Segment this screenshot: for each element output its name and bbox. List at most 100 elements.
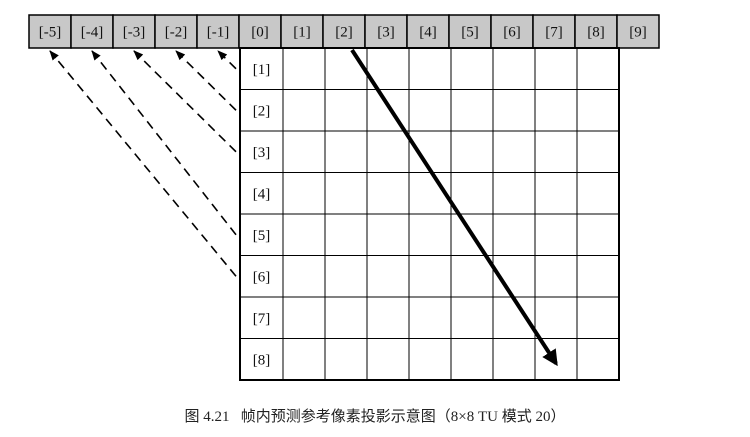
block-pixel-cell	[282, 296, 326, 339]
block-pixel-cell	[324, 130, 368, 173]
reference-cell-left	[239, 338, 284, 381]
reference-cell-top-label: [0]	[251, 25, 269, 41]
reference-cell-top-label: [8]	[587, 25, 605, 41]
reference-cell-left-label: [2]	[253, 103, 271, 119]
reference-cell-top-label: [-3]	[123, 25, 146, 41]
block-pixel-cell	[576, 213, 620, 256]
reference-cell-top-label: [3]	[377, 25, 395, 41]
block-pixel-cell	[534, 89, 578, 132]
projection-dashed-arrow	[175, 50, 237, 111]
block-pixel-cell	[534, 338, 578, 381]
block-pixel-cell	[534, 47, 578, 90]
block-pixel-cell	[450, 296, 494, 339]
block-pixel-cell	[282, 89, 326, 132]
block-pixel-cell	[576, 296, 620, 339]
block-pixel-cell	[576, 255, 620, 298]
block-pixel-cell	[366, 213, 410, 256]
reference-row-top: [-5] [-4] [-3] [-2] [-1] [0] [1] [2] [3] [4] [5] [6…	[28, 14, 660, 49]
block-pixel-cell	[492, 338, 536, 381]
block-pixel-cell	[324, 172, 368, 215]
block-pixel-cell	[408, 338, 452, 381]
projection-dashed-arrow	[91, 50, 237, 236]
reference-cell-left	[239, 296, 284, 339]
block-pixel-cell	[324, 89, 368, 132]
block-pixel-cell	[408, 47, 452, 90]
block-pixel-cell	[450, 338, 494, 381]
block-pixel-cell	[450, 47, 494, 90]
block-pixel-cell	[492, 213, 536, 256]
reference-cell-top-label: [4]	[419, 25, 437, 41]
reference-cell-left-label: [5]	[253, 228, 271, 244]
reference-cell-left	[239, 213, 284, 256]
block-pixel-cell	[282, 47, 326, 90]
block-pixel-cell	[534, 172, 578, 215]
block-pixel-cell	[324, 338, 368, 381]
reference-cell-top-label: [-1]	[207, 25, 230, 41]
block-pixel-cell	[492, 47, 536, 90]
block-pixel-cell	[324, 255, 368, 298]
block-pixel-cell	[324, 47, 368, 90]
block-pixel-cell	[366, 172, 410, 215]
projection-dashed-arrow	[49, 50, 237, 277]
reference-cell-top	[406, 14, 450, 49]
block-pixel-cell	[492, 172, 536, 215]
block-pixel-cell	[408, 296, 452, 339]
block-pixel-cell	[366, 255, 410, 298]
block-outer-border	[239, 47, 620, 381]
reference-cell-top-label: [1]	[293, 25, 311, 41]
reference-cell-top-label: [5]	[461, 25, 479, 41]
reference-cell-left	[239, 255, 284, 298]
block-pixel-cell	[492, 89, 536, 132]
reference-cell-top	[616, 14, 660, 49]
reference-cell-top-label: [6]	[503, 25, 521, 41]
reference-cell-left	[239, 172, 284, 215]
block-pixel-cell	[366, 296, 410, 339]
reference-cell-top-label: [2]	[335, 25, 353, 41]
reference-cell-left-label: [6]	[253, 269, 271, 285]
block-pixel-cell	[450, 255, 494, 298]
block-pixel-cell	[408, 213, 452, 256]
reference-cell-top-label: [-5]	[39, 25, 62, 41]
block-pixel-cell	[324, 213, 368, 256]
block-pixel-cell	[450, 130, 494, 173]
projection-dashed-arrow	[217, 50, 237, 70]
projection-arrows	[49, 50, 237, 277]
reference-cell-top-label: [7]	[545, 25, 563, 41]
block-pixel-cell	[282, 255, 326, 298]
reference-cell-top	[112, 14, 156, 49]
reference-column-left: [1][2][3][4][5][6][7][8]	[239, 47, 284, 381]
prediction-block-grid	[239, 47, 620, 381]
block-pixel-cell	[366, 338, 410, 381]
block-pixel-cell	[492, 130, 536, 173]
block-pixel-cell	[366, 130, 410, 173]
reference-cell-top	[28, 14, 72, 49]
block-pixel-cell	[324, 296, 368, 339]
block-pixel-cell	[534, 296, 578, 339]
block-pixel-cell	[282, 130, 326, 173]
block-pixel-cell	[450, 172, 494, 215]
block-pixel-cell	[534, 255, 578, 298]
projection-dashed-arrow	[133, 50, 237, 153]
prediction-direction-arrow	[350, 48, 558, 367]
block-pixel-cell	[492, 296, 536, 339]
reference-cell-top-label: [9]	[629, 25, 647, 41]
reference-cell-top	[574, 14, 618, 49]
block-pixel-cell	[534, 130, 578, 173]
reference-cell-left-label: [7]	[253, 311, 271, 327]
block-pixel-cell	[576, 172, 620, 215]
reference-cell-top	[322, 14, 366, 49]
block-pixel-cell	[576, 47, 620, 90]
block-pixel-cell	[282, 213, 326, 256]
block-pixel-cell	[576, 89, 620, 132]
block-pixel-cell	[408, 89, 452, 132]
reference-cell-top-label: [-2]	[165, 25, 188, 41]
reference-cell-top-label: [-4]	[81, 25, 104, 41]
figure-caption: 图 4.21 帧内预测参考像素投影示意图（8×8 TU 模式 20）	[184, 409, 566, 425]
block-pixel-cell	[282, 172, 326, 215]
reference-cell-left-label: [8]	[253, 352, 271, 368]
block-pixel-cell	[450, 89, 494, 132]
block-pixel-cell	[576, 130, 620, 173]
reference-cell-left-label: [1]	[253, 62, 271, 78]
reference-cell-top	[238, 14, 282, 49]
reference-cell-top	[196, 14, 240, 49]
